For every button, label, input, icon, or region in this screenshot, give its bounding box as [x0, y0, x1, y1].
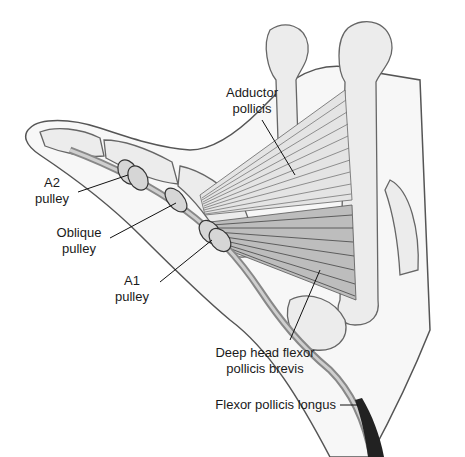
pulleys — [114, 156, 236, 256]
flp-tendon — [70, 150, 372, 457]
pulley-label: Oblique pulley — [48, 225, 110, 257]
leader-lines — [78, 120, 358, 405]
bones — [40, 22, 418, 351]
tendon-label: Flexor pollicis longus — [180, 397, 336, 413]
pulley-label: A1 pulley — [108, 273, 156, 305]
muscle-label: Adductor pollicis — [212, 85, 292, 117]
flp-muscle-belly — [355, 398, 384, 457]
adductor-muscle — [200, 90, 352, 215]
muscle-label: Deep head flexor pollicis brevis — [195, 345, 335, 377]
flp-tendon-highlight — [70, 150, 372, 457]
pulley-label: A2 pulley — [28, 175, 76, 207]
